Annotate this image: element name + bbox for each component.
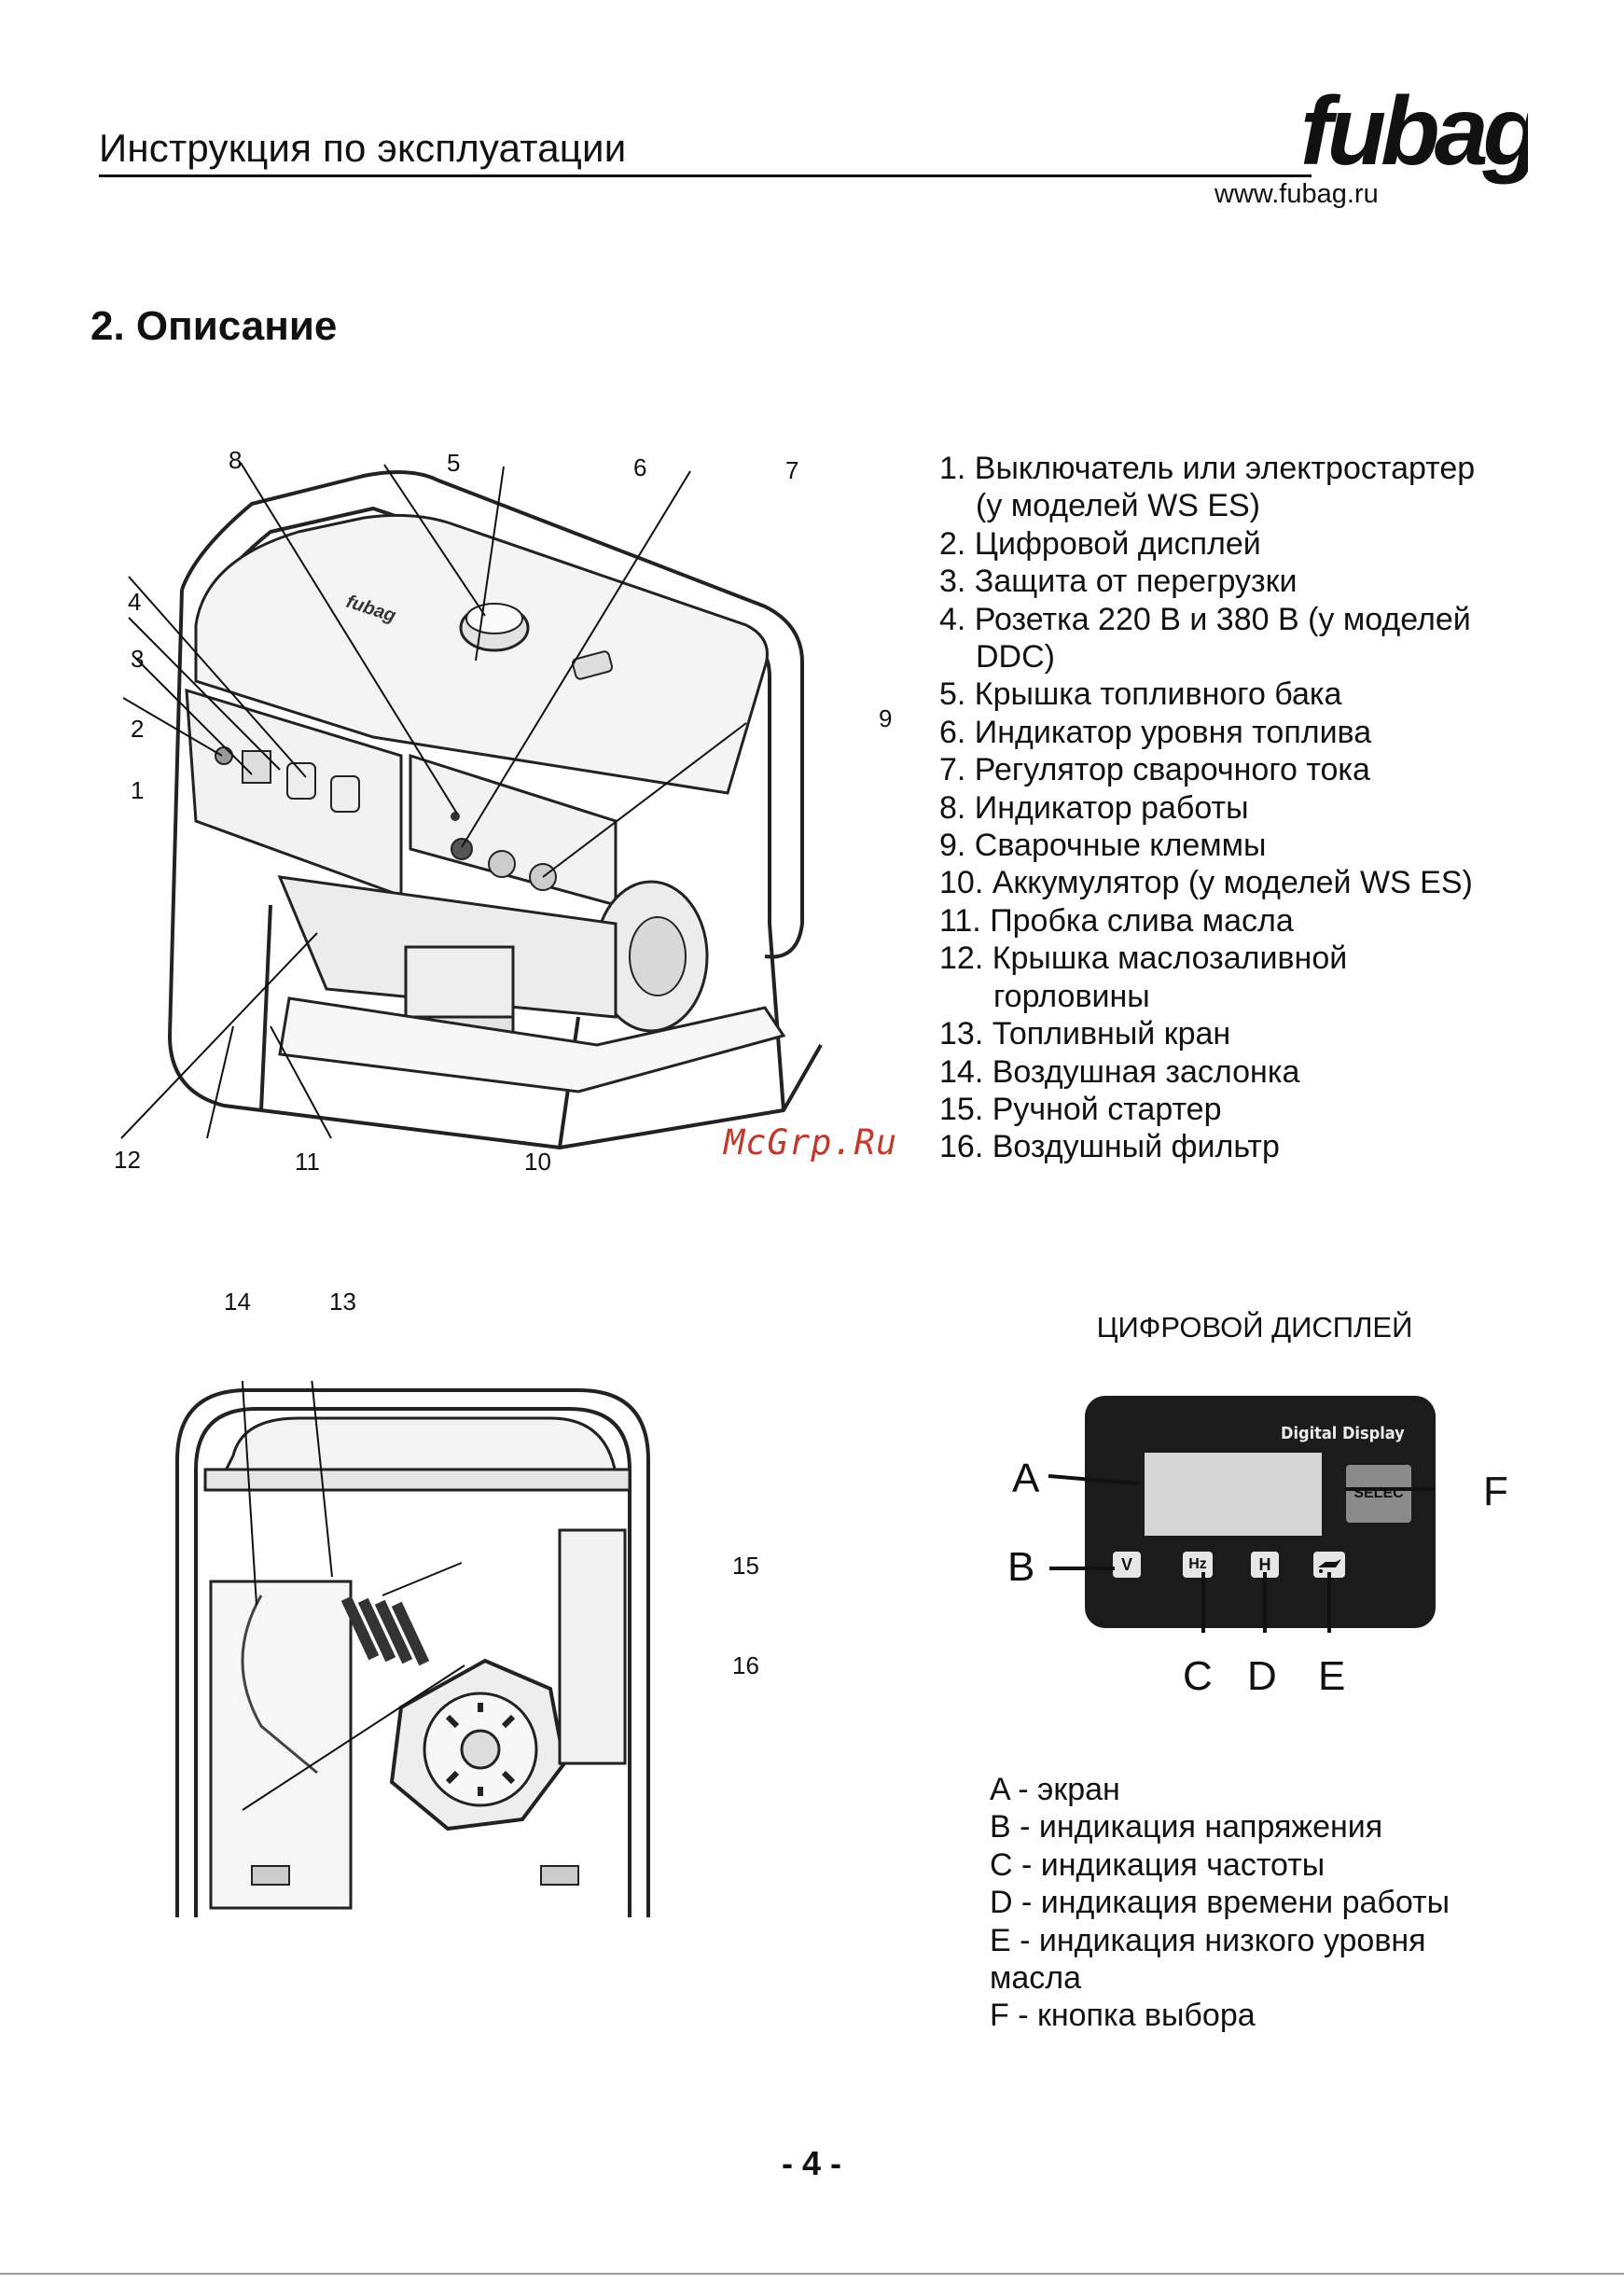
part-item: 9. Сварочные клеммы [939,828,1267,864]
callout-14: 14 [224,1288,251,1316]
display-screen [1145,1453,1322,1536]
legend-item: F - кнопка выбора [990,1998,1256,2034]
part-item: 11. Пробка слива масла [939,902,1294,939]
display-title: ЦИФРОВОЙ ДИСПЛЕЙ [1096,1311,1413,1344]
callout-13: 13 [329,1288,356,1316]
callout-15: 15 [732,1552,759,1580]
part-item: 5. Крышка топливного бака [939,676,1342,713]
part-item: 14. Воздушная заслонка [939,1053,1300,1090]
select-button[interactable]: SELEC [1346,1465,1411,1523]
display-letter-b: B [1007,1544,1035,1590]
callout-10: 10 [524,1148,551,1176]
bottom-rule [0,2273,1624,2275]
legend-item: D - индикация времени работы [990,1885,1450,1921]
part-item: 12. Крышка маслозаливной [939,940,1348,977]
legend-item: A - экран [990,1772,1120,1807]
part-item: 8. Индикатор работы [939,789,1249,826]
watermark: McGrp.Ru [724,1122,898,1163]
display-letter-a: A [1012,1455,1040,1501]
header-rule [99,174,1312,177]
display-letter-f: F [1483,1469,1508,1514]
digital-display-panel: Digital Display SELEC V Hz H [1085,1396,1436,1628]
part-item: 1. Выключатель или электростартер [939,451,1476,486]
voltage-icon: V [1113,1552,1141,1578]
panel-label: Digital Display [1281,1424,1405,1443]
callout-7: 7 [785,456,799,484]
display-letter-d: D [1247,1653,1277,1699]
parts-list: 1. Выключатель или электростартер (у мод… [939,450,1611,1166]
display-letter-e: E [1318,1653,1346,1699]
callout-16: 16 [732,1651,759,1679]
fubag-logo: fubag [1300,77,1528,186]
document-title: Инструкция по эксплуатации [99,126,627,170]
part-item: 13. Топливный кран [939,1016,1231,1052]
callout-5: 5 [447,449,461,477]
generator-front-illustration: fubag [120,462,823,1149]
callout-1: 1 [131,776,145,804]
callout-9: 9 [879,704,893,732]
callout-6: 6 [633,453,647,481]
part-item: 15. Ручной стартер [939,1091,1222,1127]
part-item: 4. Розетка 220 В и 380 В (у моделей [939,601,1471,637]
part-item: 3. Защита от перегрузки [939,564,1298,600]
part-item: 10. Аккумулятор (у моделей WS ES) [939,865,1473,901]
display-letter-c: C [1183,1653,1213,1699]
callout-4: 4 [128,588,142,616]
frequency-icon: Hz [1183,1552,1213,1578]
legend-item: масла [990,1960,1082,1997]
part-item-continuation: (у моделей WS ES) [976,488,1261,524]
generator-side-illustration [175,1381,650,1917]
part-item: 6. Индикатор уровня топлива [939,714,1372,750]
callout-3: 3 [131,645,145,673]
legend-item: B - индикация напряжения [990,1809,1383,1845]
site-url: www.fubag.ru [1215,179,1379,209]
display-pointer-lines [1048,1474,1435,1633]
legend-item: C - индикация частоты [990,1846,1326,1883]
part-item-continuation: DDC) [976,639,1055,675]
svg-text:fubag: fubag [1300,77,1528,186]
legend-item: E - индикация низкого уровня [990,1922,1426,1958]
callout-11: 11 [295,1148,320,1176]
callout-2: 2 [131,715,145,743]
section-heading: 2. Описание [90,303,338,349]
part-item-continuation: горловины [993,978,1150,1014]
part-item: 2. Цифровой дисплей [939,525,1261,562]
part-item: 16. Воздушный фильтр [939,1129,1280,1165]
display-legend: A - экран B - индикация напряжения C - и… [990,1771,1587,2035]
callout-12: 12 [114,1146,141,1174]
hours-icon: H [1251,1552,1279,1578]
callout-8: 8 [229,446,243,474]
page-number: - 4 - [781,2144,841,2182]
part-item: 7. Регулятор сварочного тока [939,752,1370,788]
